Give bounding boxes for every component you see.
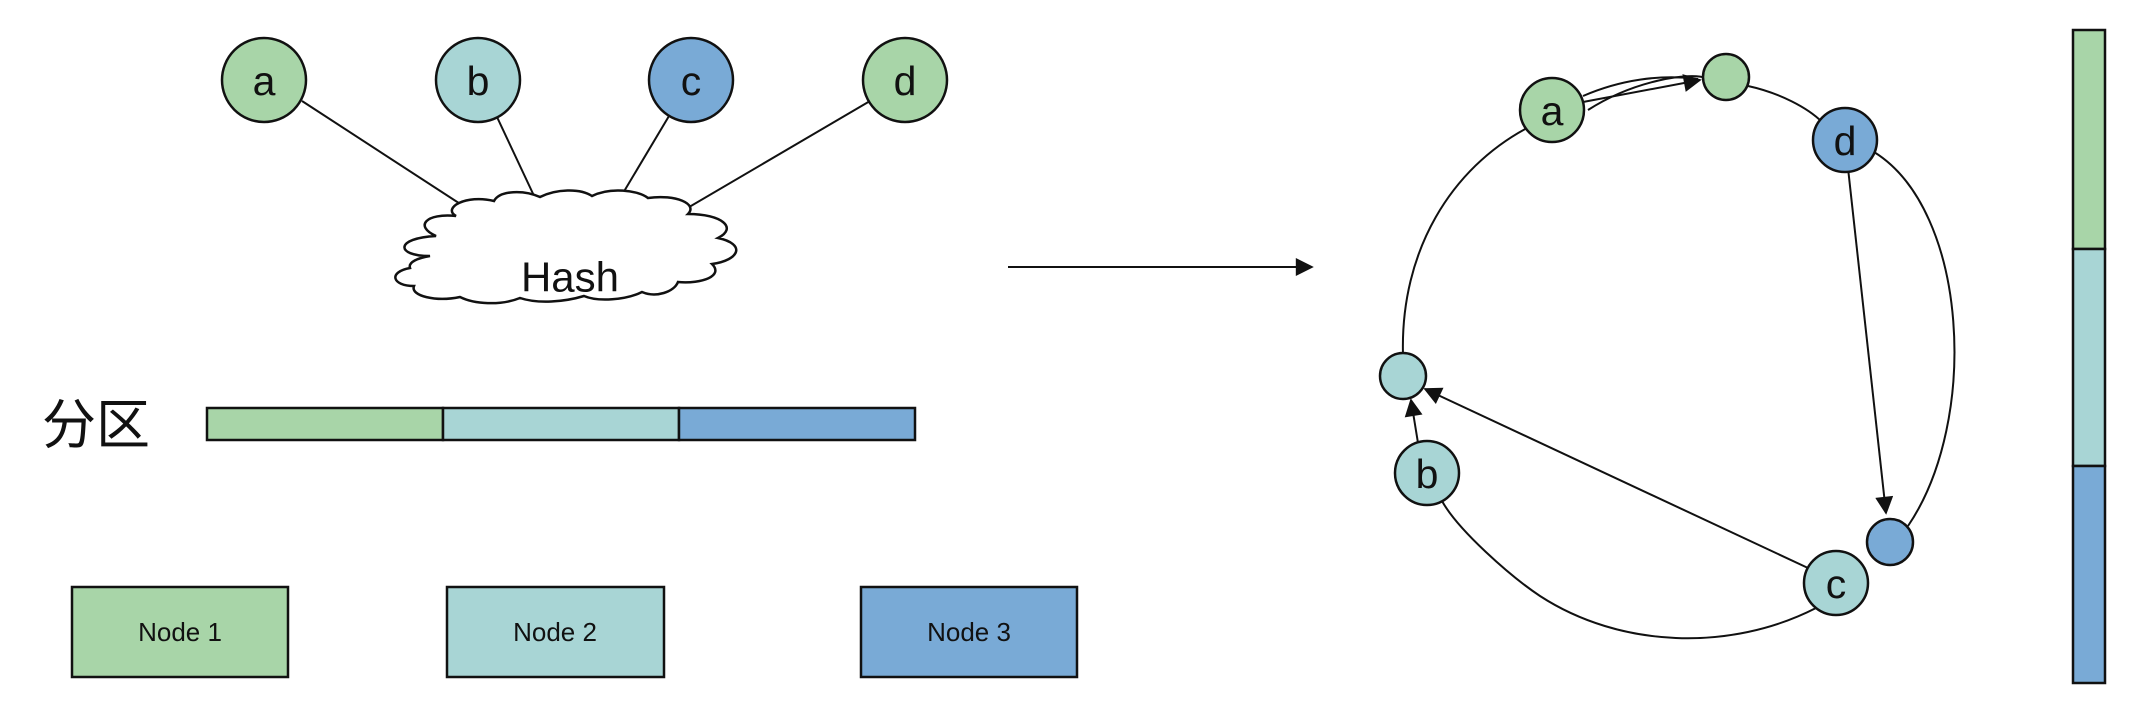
node-box-1-label: Node 1 — [138, 617, 222, 647]
node-box-2-label: Node 2 — [513, 617, 597, 647]
key-a: a — [220, 36, 308, 124]
hash-label: Hash — [521, 254, 619, 301]
ring-key-d-circle — [1811, 106, 1879, 174]
ring-key-a-label: a — [1541, 88, 1564, 134]
ring-arc-d-blue — [1873, 151, 1956, 527]
arrow-a-to-green — [1582, 74, 1702, 103]
ring-key-b-label: b — [1416, 451, 1439, 497]
ring-node-point-blue — [1865, 517, 1915, 567]
partition-segment-3 — [677, 406, 917, 442]
key-b-circle — [434, 36, 522, 124]
arrow-c-to-teal — [1423, 387, 1809, 569]
node-box-2: Node 2 — [445, 585, 666, 679]
node-box-3: Node 3 — [859, 585, 1079, 679]
vertical-segment-2 — [2071, 247, 2107, 468]
ring-key-d-label: d — [1834, 118, 1857, 164]
node-box-1-rect — [70, 585, 290, 679]
node-box-1: Node 1 — [70, 585, 290, 679]
partition-segment-2 — [441, 406, 681, 442]
hash-cloud: Hash — [394, 189, 738, 305]
ring-node-point-teal — [1378, 351, 1428, 401]
partition-label: 分区 — [42, 394, 150, 457]
arrow-b-to-teal — [1404, 398, 1423, 444]
ring-key-d: d — [1811, 106, 1879, 174]
ring-key-c-circle — [1802, 549, 1870, 617]
arrow-d-to-blue — [1847, 167, 1894, 515]
hash-ring: a d b c — [1378, 52, 1956, 640]
node-box-3-rect — [859, 585, 1079, 679]
ring-key-a-circle — [1518, 76, 1586, 144]
ring-key-b-circle — [1393, 439, 1461, 507]
key-b-label: b — [467, 58, 490, 104]
vertical-segment-1 — [2071, 28, 2107, 251]
arrow-a-to-green-curve — [1582, 76, 1699, 97]
key-a-circle — [220, 36, 308, 124]
partition-bar — [205, 406, 917, 442]
key-c-label: c — [681, 58, 702, 104]
ring-arc-teal-a — [1401, 127, 1528, 356]
ring-key-a: a — [1518, 76, 1586, 144]
key-a-label: a — [253, 58, 276, 104]
partition-segment-1 — [205, 406, 445, 442]
node-box-3-label: Node 3 — [927, 617, 1011, 647]
vertical-partition-bar — [2071, 28, 2107, 685]
key-c: c — [647, 36, 735, 124]
ring-arc-c-b — [1441, 500, 1817, 640]
ring-key-c-label: c — [1826, 561, 1847, 607]
vertical-segment-3 — [2071, 464, 2107, 685]
node-box-2-rect — [445, 585, 666, 679]
ring-key-b: b — [1393, 439, 1461, 507]
key-d: d — [861, 36, 949, 124]
ring-key-c: c — [1802, 549, 1870, 617]
key-b: b — [434, 36, 522, 124]
ring-node-point-green — [1701, 52, 1751, 102]
key-d-circle — [861, 36, 949, 124]
ring-arc-green-d — [1747, 85, 1823, 123]
key-d-label: d — [894, 58, 917, 104]
key-c-circle — [647, 36, 735, 124]
hash-cloud-shape — [394, 189, 738, 305]
